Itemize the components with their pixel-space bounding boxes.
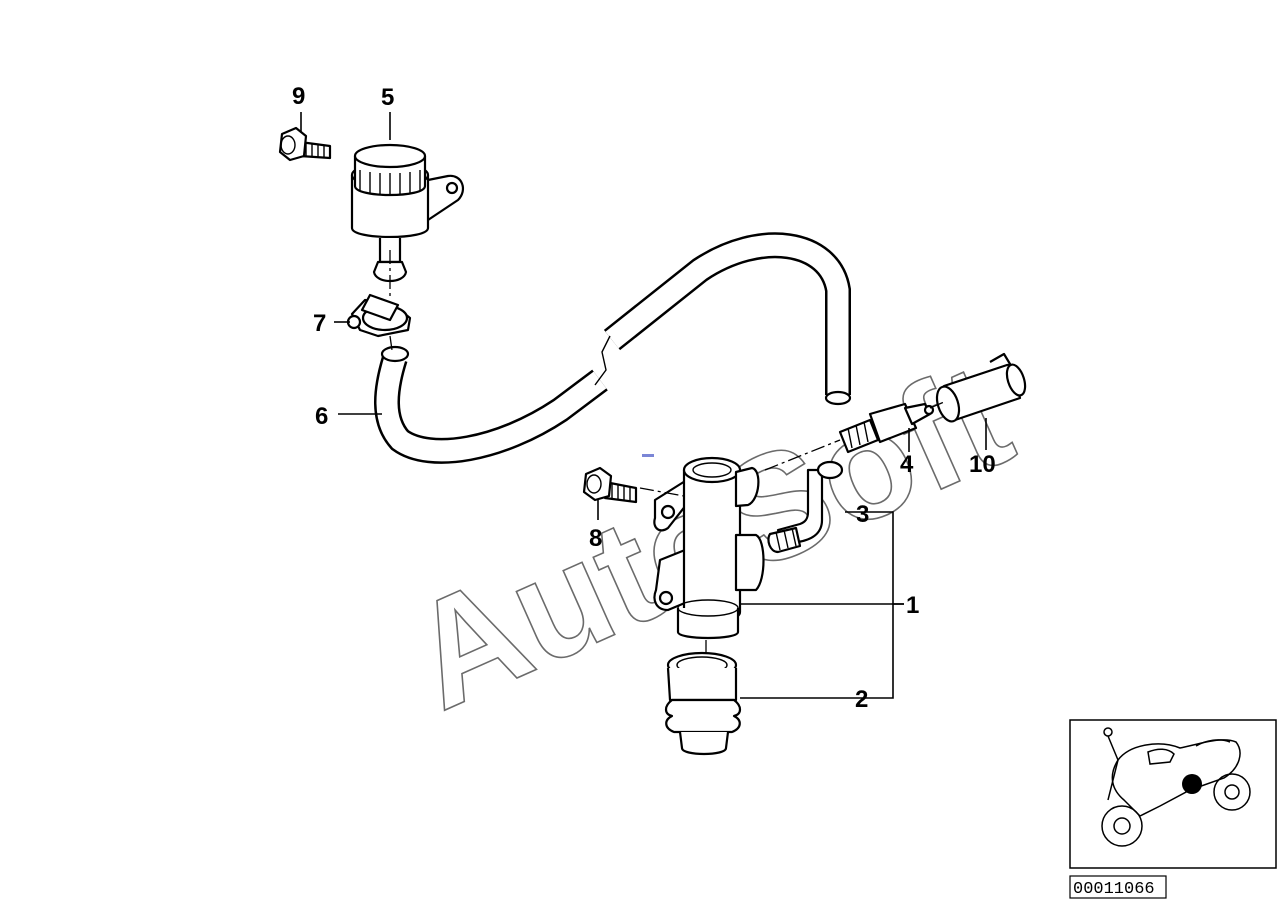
part-5-reservoir[interactable]	[350, 143, 465, 283]
callout-4: 4	[900, 451, 914, 478]
blue-mark	[642, 454, 654, 457]
part-1-master-cylinder[interactable]	[653, 456, 765, 640]
part-4-switch[interactable]	[838, 402, 935, 454]
part-3-elbow[interactable]	[767, 460, 844, 554]
assembly-line-7-6	[389, 335, 393, 351]
assembly-line-8-1	[639, 487, 685, 497]
callouts: 9 5 7 6 8 4 10 3 1 2	[292, 83, 996, 713]
callout-9: 9	[292, 83, 305, 110]
part-2-boot[interactable]	[664, 651, 742, 756]
callout-7: 7	[313, 310, 326, 337]
callout-3: 3	[856, 501, 869, 528]
callout-2: 2	[855, 686, 868, 713]
callout-5: 5	[381, 84, 394, 111]
part-6-hose[interactable]	[374, 232, 852, 464]
callout-10: 10	[969, 451, 996, 478]
assembly-line-1-4	[764, 439, 841, 471]
assembly-line-4-10	[929, 401, 945, 409]
callout-1: 1	[906, 592, 919, 619]
motorcycle-icon	[1101, 727, 1251, 847]
reference-number: 00011066	[1073, 880, 1155, 899]
thumbnail-frame	[1069, 719, 1277, 869]
part-10-cap[interactable]	[933, 352, 1029, 424]
part-7-clamp[interactable]	[346, 293, 412, 338]
part-8-bolt[interactable]	[582, 466, 638, 504]
callout-6: 6	[315, 403, 328, 430]
callout-8: 8	[589, 525, 602, 552]
leader-lines	[300, 112, 987, 699]
part-9-bolt[interactable]	[278, 126, 332, 162]
motorcycle-thumbnail[interactable]	[1069, 719, 1277, 869]
reference-box: 00011066	[1069, 875, 1167, 899]
location-marker	[1182, 774, 1202, 794]
